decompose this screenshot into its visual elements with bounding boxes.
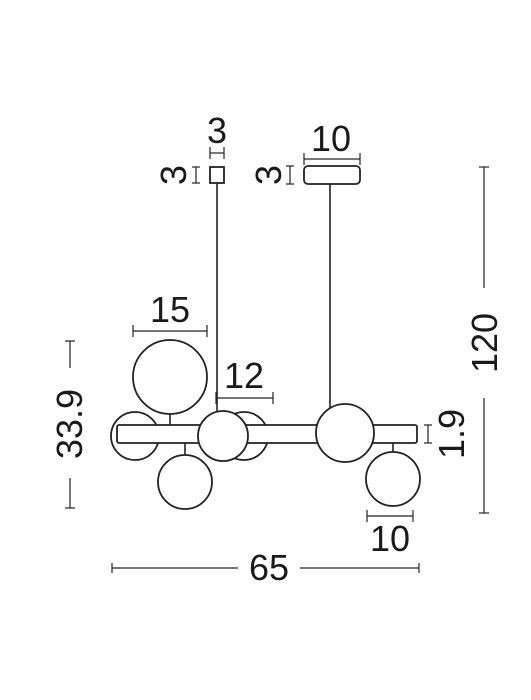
center-globe [197, 410, 249, 462]
top-globe [132, 339, 208, 415]
right-globe [315, 403, 375, 463]
dim-total-height: 120 [464, 313, 505, 373]
dim-small-globe-diameter: 10 [370, 518, 410, 559]
large-canopy [303, 165, 361, 185]
lower-left-globe [157, 454, 213, 510]
dim-bar-height: 1.9 [431, 409, 472, 459]
dim-total-width: 65 [249, 547, 289, 588]
lower-right-globe [365, 451, 421, 507]
dim-body-height: 33.9 [49, 389, 90, 459]
dim-top-globe-diameter: 15 [150, 289, 190, 330]
dim-center-globe-diameter: 12 [224, 355, 264, 396]
small-canopy [209, 166, 225, 184]
dim-canopy-small-width: 3 [207, 110, 227, 151]
dim-canopy-small-height: 3 [153, 165, 194, 185]
dim-canopy-large-width: 10 [311, 118, 351, 159]
dim-canopy-large-height: 3 [248, 165, 289, 185]
